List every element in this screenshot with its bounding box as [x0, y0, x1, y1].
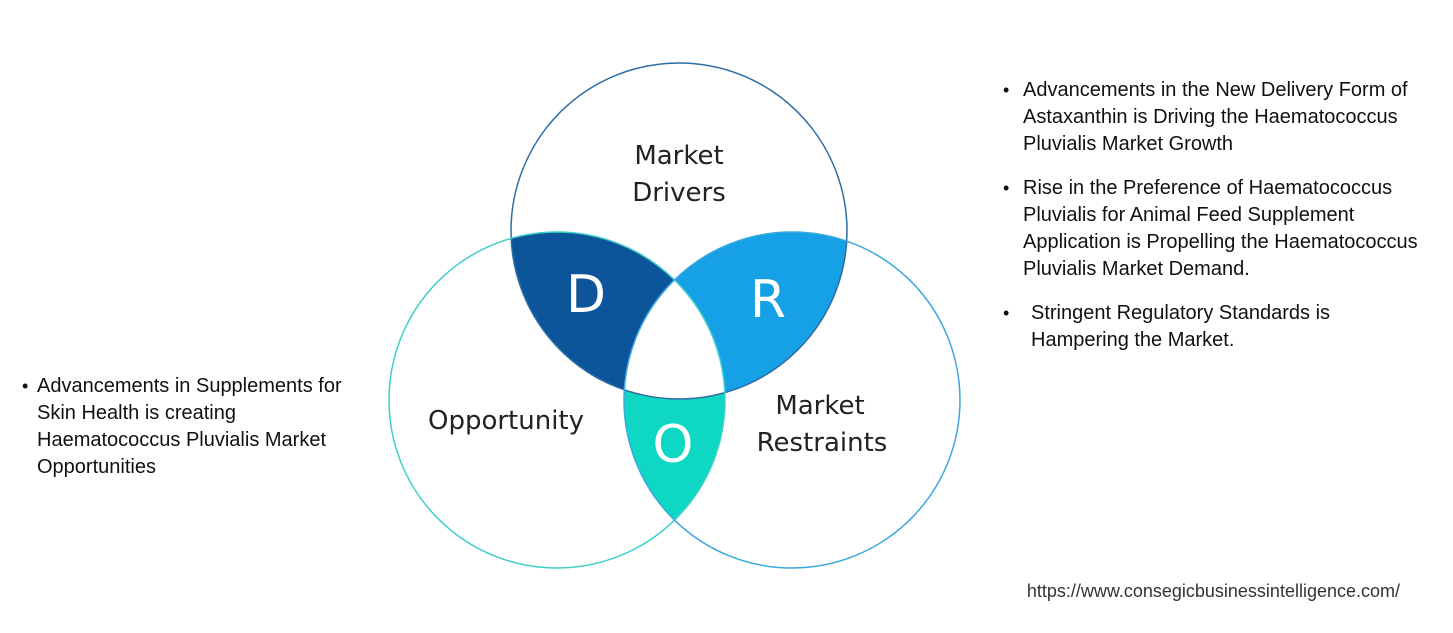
drivers-label-line2: Drivers	[632, 178, 726, 208]
bullet-item: Advancements in Supplements for Skin Hea…	[22, 373, 382, 481]
source-url: https://www.consegicbusinessintelligence…	[1026, 581, 1400, 601]
drivers-label-line1: Market	[634, 141, 723, 171]
o-letter: O	[653, 415, 694, 475]
bullet-item: Advancements in the New Delivery Form of…	[1003, 77, 1423, 158]
restraints-label-line2: Restraints	[757, 428, 888, 458]
market-drivers-circle	[510, 62, 848, 400]
market-restraints-circle	[623, 231, 961, 569]
bullet-item: Stringent Regulatory Standards is Hamper…	[1003, 300, 1423, 354]
restraints-label-line1: Market	[775, 391, 864, 421]
r-letter: R	[750, 270, 786, 330]
drivers-restraints-bullet-list: Advancements in the New Delivery Form of…	[1003, 77, 1423, 371]
opportunity-bullet-list: Advancements in Supplements for Skin Hea…	[22, 373, 382, 498]
drivers-restraints-overlap	[624, 232, 847, 399]
opportunity-circle	[388, 231, 726, 569]
opportunity-label: Opportunity	[428, 406, 584, 436]
d-letter: D	[566, 265, 606, 325]
drivers-opportunity-overlap	[511, 232, 725, 399]
bullet-item: Rise in the Preference of Haematococcus …	[1003, 175, 1423, 283]
